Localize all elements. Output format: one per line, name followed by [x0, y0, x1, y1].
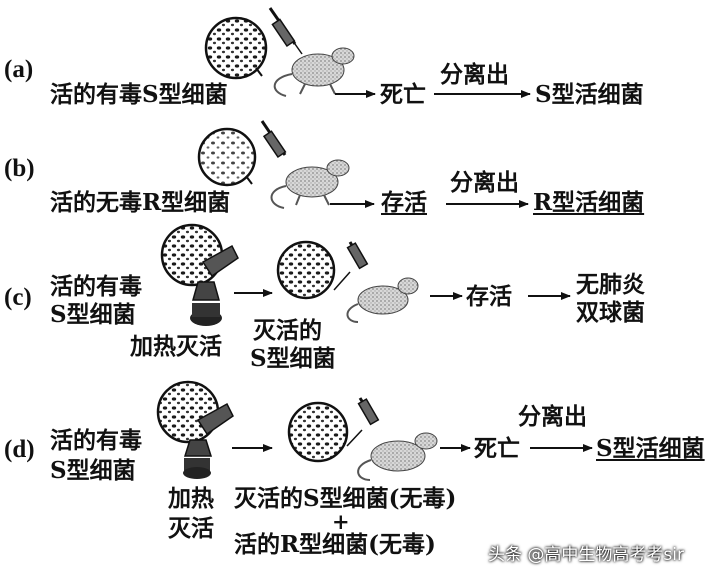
row-d-heat-line2: 灭活 — [168, 515, 214, 542]
watermark: 头条 @高中生物高考考sir — [488, 545, 684, 565]
row-c-killed-line1: 灭活的 — [253, 317, 322, 344]
row-d-mix-line1: 灭活的S型细菌(无毒) — [234, 485, 457, 512]
row-d-outcome: 死亡 — [474, 435, 520, 462]
row-b-illustration — [197, 120, 529, 209]
mouse-a-icon — [273, 47, 355, 97]
row-c-killed-line2: S型细菌 — [250, 345, 336, 372]
row-d-bacteria-line1: 活的有毒 — [50, 427, 142, 454]
mouse-c-icon — [346, 277, 419, 323]
row-c-heat: 加热灭活 — [130, 333, 222, 360]
row-b-bacteria: 活的无毒R型细菌 — [50, 189, 231, 216]
petri-dish-d2 — [287, 401, 349, 463]
flask-c-icon — [190, 244, 239, 326]
row-c-illustration — [160, 223, 571, 326]
petri-dish-b — [197, 127, 257, 187]
row-d-arrow-label: 分离出 — [518, 403, 587, 430]
syringe-d-icon — [346, 397, 380, 447]
row-b-result: R型活细菌 — [533, 189, 645, 216]
syringe-a-icon — [268, 7, 303, 55]
row-b-arrow-label: 分离出 — [450, 169, 519, 196]
row-d-heat-line1: 加热 — [168, 485, 214, 512]
syringe-b-icon — [260, 120, 287, 159]
row-d-result: S型活细菌 — [596, 435, 705, 462]
row-d-illustration — [156, 380, 593, 481]
row-c-result-line2: 双球菌 — [576, 299, 645, 326]
row-a-outcome: 死亡 — [380, 81, 426, 108]
syringe-c-icon — [333, 241, 369, 291]
row-b-label: (b) — [4, 155, 35, 182]
row-a-bacteria: 活的有毒S型细菌 — [50, 81, 228, 108]
flask-d-icon — [183, 402, 234, 479]
row-c-outcome: 存活 — [466, 283, 512, 310]
row-d-bacteria-line2: S型细菌 — [50, 457, 136, 484]
petri-dish-a — [204, 16, 268, 80]
row-a-result: S型活细菌 — [535, 81, 644, 108]
row-a-illustration — [204, 7, 531, 98]
row-c-bacteria-line1: 活的有毒 — [50, 273, 142, 300]
row-a-arrow-label: 分离出 — [440, 61, 509, 88]
petri-dish-c2 — [276, 240, 336, 300]
mouse-d-icon — [357, 432, 438, 481]
row-d-plus: + — [332, 509, 350, 534]
row-c-label: (c) — [4, 284, 32, 311]
row-d-mix-line2: 活的R型细菌(无毒) — [234, 531, 436, 558]
row-c-bacteria-line2: S型细菌 — [50, 301, 136, 328]
row-c-result-line1: 无肺炎 — [576, 271, 645, 298]
row-a-label: (a) — [4, 56, 34, 83]
row-d-label: (d) — [4, 436, 35, 463]
row-b-outcome: 存活 — [381, 189, 427, 216]
mouse-b-icon — [270, 159, 350, 209]
